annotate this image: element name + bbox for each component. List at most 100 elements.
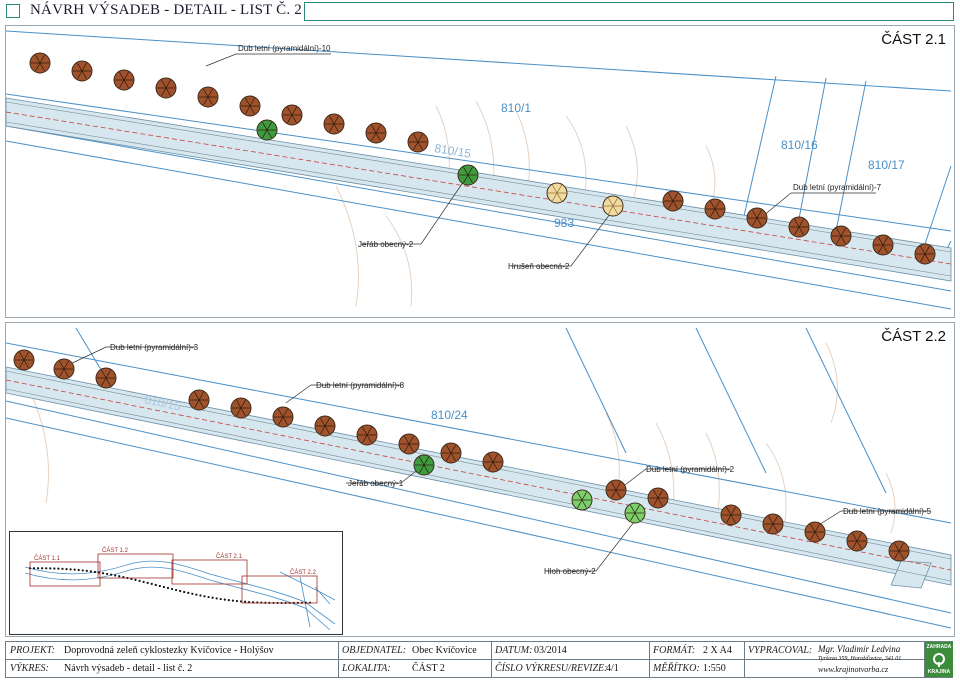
oak-tree-symbol <box>788 216 810 238</box>
overview-tree-dot <box>142 580 145 583</box>
overview-tree-dot <box>130 577 133 581</box>
overview-tree-dot <box>57 567 60 570</box>
oak-tree-symbol <box>804 521 826 543</box>
plant-label: Dub letní (pyramidální)-7 <box>793 183 882 192</box>
overview-tree-dot <box>106 572 109 576</box>
plant-label: Jeřáb obecný-2 <box>358 240 414 249</box>
overview-tree-dot <box>97 571 101 574</box>
oak-tree-symbol <box>662 190 684 212</box>
overview-drawing: ČÁST 1.1 ČÁST 1.2 ČÁST 2.1 ČÁST 2.2 <box>24 547 336 631</box>
projekt-value: Doprovodná zeleň cyklostezky Kvíčovice -… <box>64 645 274 656</box>
oak-tree-symbol <box>398 433 420 455</box>
oak-tree-symbol <box>440 442 462 464</box>
title-block: PROJEKT: Doprovodná zeleň cyklostezky Kv… <box>5 641 953 678</box>
plant-label: Hrušeň obecná-2 <box>508 262 570 271</box>
overview-tree-dot <box>243 600 247 603</box>
overview-tree-dot <box>158 584 161 588</box>
hawthorn-tree-symbol <box>624 502 646 524</box>
format-label: FORMÁT: <box>653 645 696 656</box>
oak-tree-symbol <box>888 540 910 562</box>
part-label-2-1: ČÁST 2.1 <box>881 31 946 48</box>
overview-tree-dot <box>191 592 194 595</box>
overview-map: ČÁST 1.1 ČÁST 1.2 ČÁST 2.1 ČÁST 2.2 <box>9 531 343 635</box>
overview-tree-dot <box>223 598 226 601</box>
overview-tree-dot <box>227 599 230 602</box>
overview-tree-dot <box>187 591 190 595</box>
logo-text-top: ZAHRADA <box>926 644 952 650</box>
objednatel-value: Obec Kvíčovice <box>412 645 477 656</box>
oak-tree-symbol <box>762 513 784 535</box>
oak-tree-symbol <box>155 77 177 99</box>
overview-tree-dot <box>138 579 141 582</box>
oak-tree-symbol <box>314 415 336 437</box>
vypracoval-value: Mgr. Vladimír Ledvina <box>818 644 901 654</box>
oak-tree-symbol <box>407 131 429 153</box>
datum-label: DATUM: <box>495 645 533 656</box>
overview-tree-dot <box>162 585 166 589</box>
plant-label: Dub letní (pyramidální)-3 <box>110 343 199 352</box>
overview-tree-dot <box>32 567 36 570</box>
parcel-label: 810/24 <box>431 408 468 422</box>
map-drawing-2-2: 810/15 810/24 Dub letní (pyramidální)-3 … <box>6 327 952 629</box>
parcel-label: 810/16 <box>781 138 818 152</box>
meritko-value: 1:550 <box>703 663 726 674</box>
format-value: 2 X A4 <box>703 645 732 656</box>
overview-tree-dot <box>170 587 174 591</box>
pear-tree-symbol <box>546 182 568 204</box>
overview-tree-dot <box>45 567 48 570</box>
oak-tree-symbol <box>53 358 75 380</box>
plant-label: Dub letní (pyramidální)-5 <box>843 507 932 516</box>
page-title: NÁVRH VÝSADEB - DETAIL - LIST Č. 2 <box>30 2 302 18</box>
overview-tree-dot <box>207 595 210 599</box>
plant-label: Dub letní (pyramidální)-2 <box>646 465 735 474</box>
pear-tree-symbol <box>602 195 624 217</box>
rowan-tree-symbol <box>457 164 479 186</box>
oak-tree-symbol <box>113 69 135 91</box>
overview-tree-dot <box>183 590 186 594</box>
oak-tree-symbol <box>281 104 303 126</box>
hawthorn-tree-symbol <box>571 489 593 511</box>
overview-tree-dot <box>146 581 149 584</box>
overview-label: ČÁST 1.1 <box>34 555 61 562</box>
oak-tree-symbol <box>29 52 51 74</box>
overview-tree-dot <box>231 599 234 602</box>
overview-tree-dot <box>37 567 40 570</box>
parcel-label: 810/1 <box>501 101 531 115</box>
oak-tree-symbol <box>272 406 294 428</box>
oak-tree-symbol <box>914 243 936 265</box>
overview-tree-dot <box>118 575 121 578</box>
map-drawing-2-1: 810/1 810/15 810/16 810/17 983 Dub letní… <box>6 30 952 310</box>
plant-label: Hloh obecný-2 <box>544 567 596 576</box>
lokalita-label: LOKALITA: <box>342 663 391 674</box>
overview-tree-dot <box>73 568 76 571</box>
overview-tree-dot <box>61 567 64 570</box>
overview-tree-dot <box>85 569 88 572</box>
overview-tree-dot <box>211 596 214 599</box>
rowan-tree-symbol <box>413 454 435 476</box>
header-frame <box>304 2 954 21</box>
web-value: www.krajinotvorba.cz <box>818 665 889 674</box>
plant-label: Dub letní (pyramidální)-10 <box>238 44 331 53</box>
overview-tree-dot <box>114 574 117 577</box>
overview-tree-dot <box>248 600 251 604</box>
oak-tree-symbol <box>647 487 669 509</box>
overview-tree-dot <box>134 578 137 582</box>
map-panel-part-2-2: 810/15 810/24 Dub letní (pyramidální)-3 … <box>5 322 955 637</box>
lokalita-value: ČÁST 2 <box>412 663 445 674</box>
overview-tree-dot <box>81 569 84 572</box>
vypracoval-label: VYPRACOVAL: <box>748 645 813 656</box>
oak-tree-symbol <box>704 198 726 220</box>
oak-tree-symbol <box>188 389 210 411</box>
oak-tree-symbol <box>95 367 117 389</box>
overview-tree-dot <box>199 594 202 597</box>
oak-tree-symbol <box>71 60 93 82</box>
cislo-value: 4/1 <box>606 663 619 674</box>
overview-tree-dot <box>93 570 97 574</box>
overview-label: ČÁST 2.1 <box>216 553 243 560</box>
overview-tree-dot <box>174 588 178 592</box>
plant-label: Dub letní (pyramidální)-8 <box>316 381 405 390</box>
overview-tree-dot <box>77 568 80 572</box>
oak-tree-symbol <box>356 424 378 446</box>
overview-tree-dot <box>53 567 56 570</box>
overview-tree-dot <box>239 600 243 603</box>
